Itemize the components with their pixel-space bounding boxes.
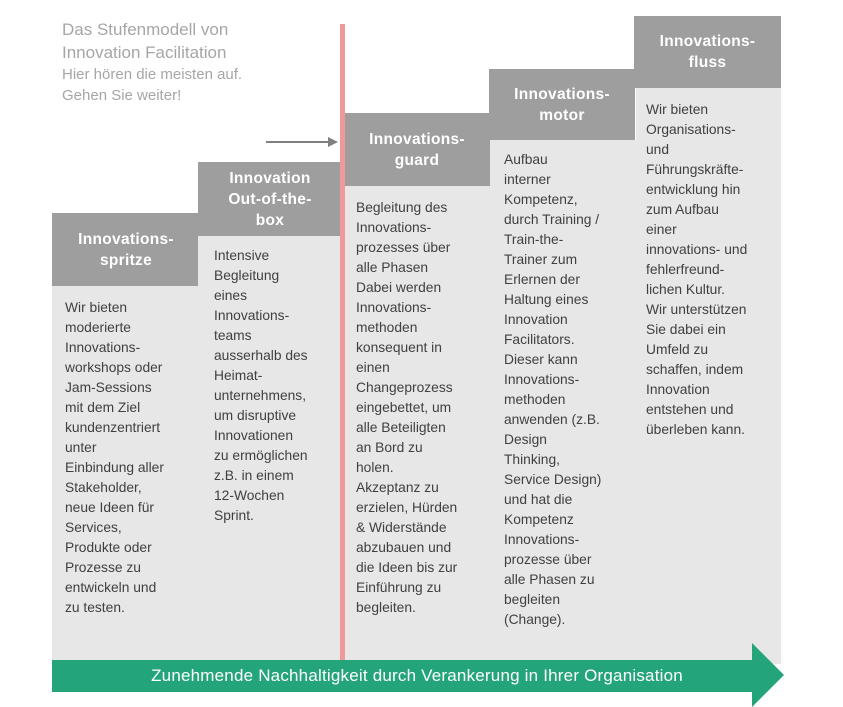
diagram-title: Das Stufenmodell von Innovation Facilita… xyxy=(62,20,229,62)
step-4-text: Aufbau interner Kompetenz, durch Trainin… xyxy=(504,152,602,627)
bottom-arrow-icon xyxy=(52,643,784,707)
step-1-heading: Innovations- spritze xyxy=(52,213,200,286)
step-2-heading: Innovation Out-of-the- box xyxy=(198,162,342,236)
step-3-text: Begleitung des Innovations- prozesses üb… xyxy=(356,200,458,615)
step-3-body: Begleitung des Innovations- prozesses üb… xyxy=(344,186,490,664)
step-3-heading: Innovations- guard xyxy=(344,113,490,186)
divider-line xyxy=(340,24,345,664)
pointer-arrow-icon xyxy=(266,137,338,147)
step-5-heading: Innovations- fluss xyxy=(634,16,781,88)
step-4-body: Aufbau interner Kompetenz, durch Trainin… xyxy=(490,140,636,664)
intro-title: Das Stufenmodell von Innovation Facilita… xyxy=(62,18,322,106)
step-4-heading: Innovations- motor xyxy=(489,69,635,140)
diagram-subtitle: Hier hören die meisten auf. Gehen Sie we… xyxy=(62,66,243,104)
step-2-text: Intensive Begleitung eines Innovations- … xyxy=(214,248,308,523)
step-1-text: Wir bieten moderierte Innovations- works… xyxy=(65,300,164,615)
step-5-body: Wir bieten Organisations- und Führungskr… xyxy=(636,88,781,664)
bottom-arrow-label: Zunehmende Nachhaltigkeit durch Veranker… xyxy=(151,666,683,685)
step-1-body: Wir bieten moderierte Innovations- works… xyxy=(52,286,198,664)
step-5-text: Wir bieten Organisations- und Führungskr… xyxy=(646,102,748,437)
step-2-body: Intensive Begleitung eines Innovations- … xyxy=(198,236,342,664)
